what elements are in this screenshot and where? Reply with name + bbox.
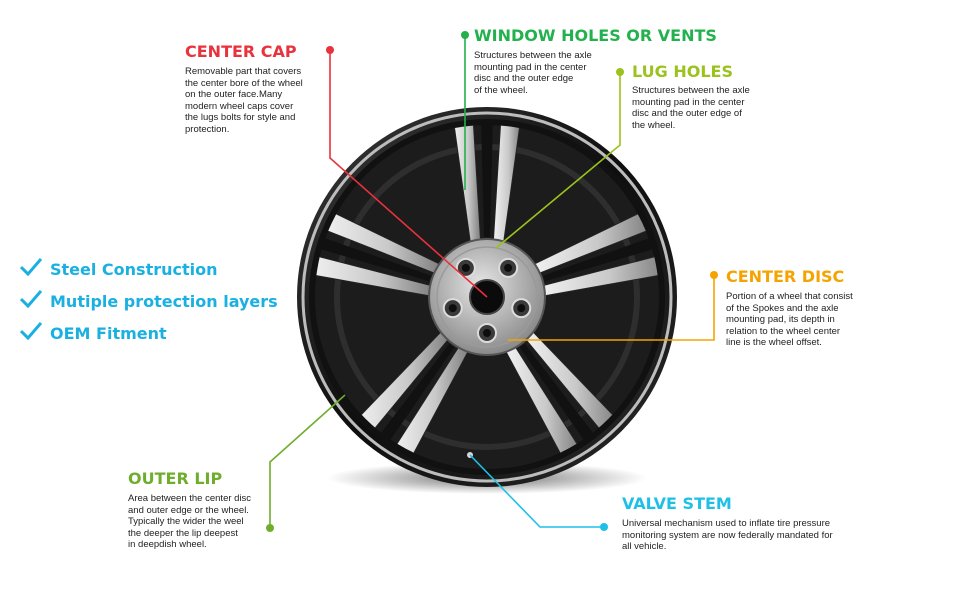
feature-item: Steel Construction — [19, 258, 218, 280]
center-disc-leader — [508, 275, 715, 341]
spoke-groove — [543, 236, 659, 282]
valve-stem-title: VALVE STEM — [622, 494, 732, 513]
valve-stem-description: Universal mechanism used to inflate tire… — [622, 518, 833, 552]
center-disc-description: Portion of a wheel that consist of the S… — [726, 291, 853, 348]
center-disc-dot — [710, 271, 718, 279]
center-cap-dot — [326, 46, 334, 54]
spoke-groove — [519, 343, 597, 445]
valve-stem-dot — [600, 523, 608, 531]
spoke-groove — [377, 343, 455, 445]
lug-holes-leader — [495, 72, 621, 249]
lug-holes-dot — [616, 68, 624, 76]
outer-lip-leader — [269, 394, 346, 528]
window-holes-description: Structures between the axle mounting pad… — [474, 50, 592, 96]
checkmark-icon — [19, 258, 43, 280]
feature-label: Steel Construction — [50, 259, 218, 279]
spoke-groove — [315, 236, 431, 282]
lug-hole-center — [517, 304, 526, 313]
spokes — [315, 125, 659, 464]
center-disc-title: CENTER DISC — [726, 267, 845, 286]
lug-hole-center — [483, 329, 491, 337]
valve-stem-leader — [469, 454, 604, 528]
outer-lip-description: Area between the center disc and outer e… — [128, 493, 252, 550]
window-holes-title: WINDOW HOLES OR VENTS — [474, 26, 717, 45]
window-holes-dot — [461, 31, 469, 39]
lug-holes-description: Structures between the axle mounting pad… — [632, 85, 750, 131]
checkmark-icon — [19, 290, 43, 312]
feature-label: OEM Fitment — [50, 323, 167, 343]
lug-hole-center — [504, 263, 513, 272]
spoke-groove — [481, 125, 493, 237]
lug-holes — [442, 257, 532, 343]
feature-item: Mutiple protection layers — [19, 290, 278, 312]
outer-lip-dot — [266, 524, 274, 532]
center-cap-title: CENTER CAP — [185, 42, 297, 61]
center-cap-leader — [329, 50, 488, 298]
lug-hole-center — [448, 304, 457, 313]
feature-label: Mutiple protection layers — [50, 291, 278, 311]
lug-holes-title: LUG HOLES — [632, 62, 733, 81]
checkmark-icon — [19, 322, 43, 344]
lug-hole-center — [461, 263, 470, 272]
feature-item: OEM Fitment — [19, 322, 167, 344]
outer-lip-title: OUTER LIP — [128, 469, 223, 488]
center-cap-description: Removable part that covers the center bo… — [185, 66, 303, 135]
